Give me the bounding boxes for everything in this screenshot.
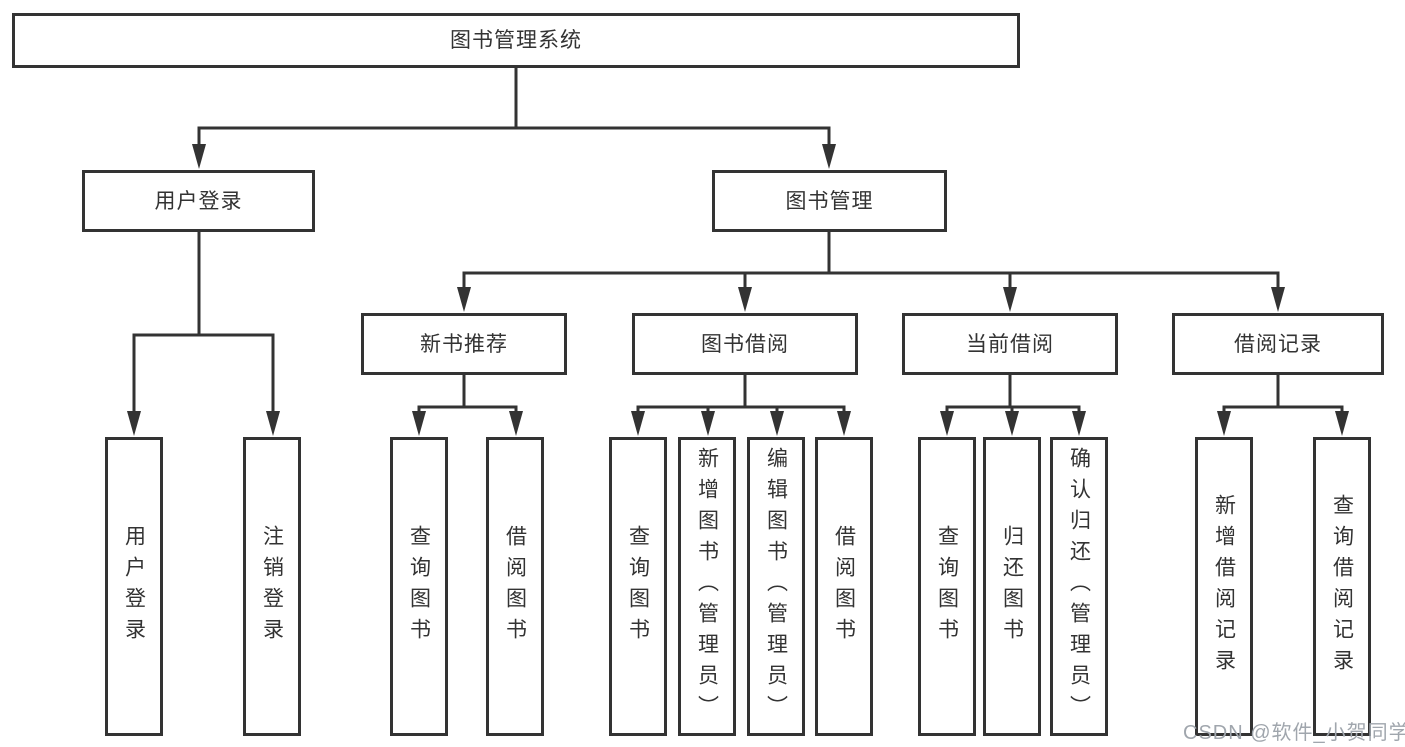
leaf-newbook-query-books: 查询图书 [390,437,448,736]
leaf-borrow-edit-books-admin: 编辑图书（管理员） [747,437,805,736]
leaf-user-login: 用户登录 [105,437,163,736]
leaf-borrow-add-books-admin: 新增图书（管理员） [678,437,736,736]
leaf-current-confirm-return-admin: 确认归还（管理员） [1050,437,1108,736]
leaf-current-return-books: 归还图书 [983,437,1041,736]
node-current-borrow: 当前借阅 [902,313,1118,375]
node-book-management: 图书管理 [712,170,947,232]
node-root-system: 图书管理系统 [12,13,1020,68]
node-new-book-recommend: 新书推荐 [361,313,567,375]
leaf-borrow-query-books: 查询图书 [609,437,667,736]
node-user-login: 用户登录 [82,170,315,232]
node-borrow-record: 借阅记录 [1172,313,1384,375]
leaf-borrow-borrow-books: 借阅图书 [815,437,873,736]
node-book-borrow: 图书借阅 [632,313,858,375]
leaf-current-query-books: 查询图书 [918,437,976,736]
leaf-record-add-borrow-record: 新增借阅记录 [1195,437,1253,736]
leaf-record-query-borrow-record: 查询借阅记录 [1313,437,1371,736]
leaf-logout: 注销登录 [243,437,301,736]
csdn-watermark: CSDN @软件_小贺同学 [1183,722,1405,744]
leaf-newbook-borrow-books: 借阅图书 [486,437,544,736]
